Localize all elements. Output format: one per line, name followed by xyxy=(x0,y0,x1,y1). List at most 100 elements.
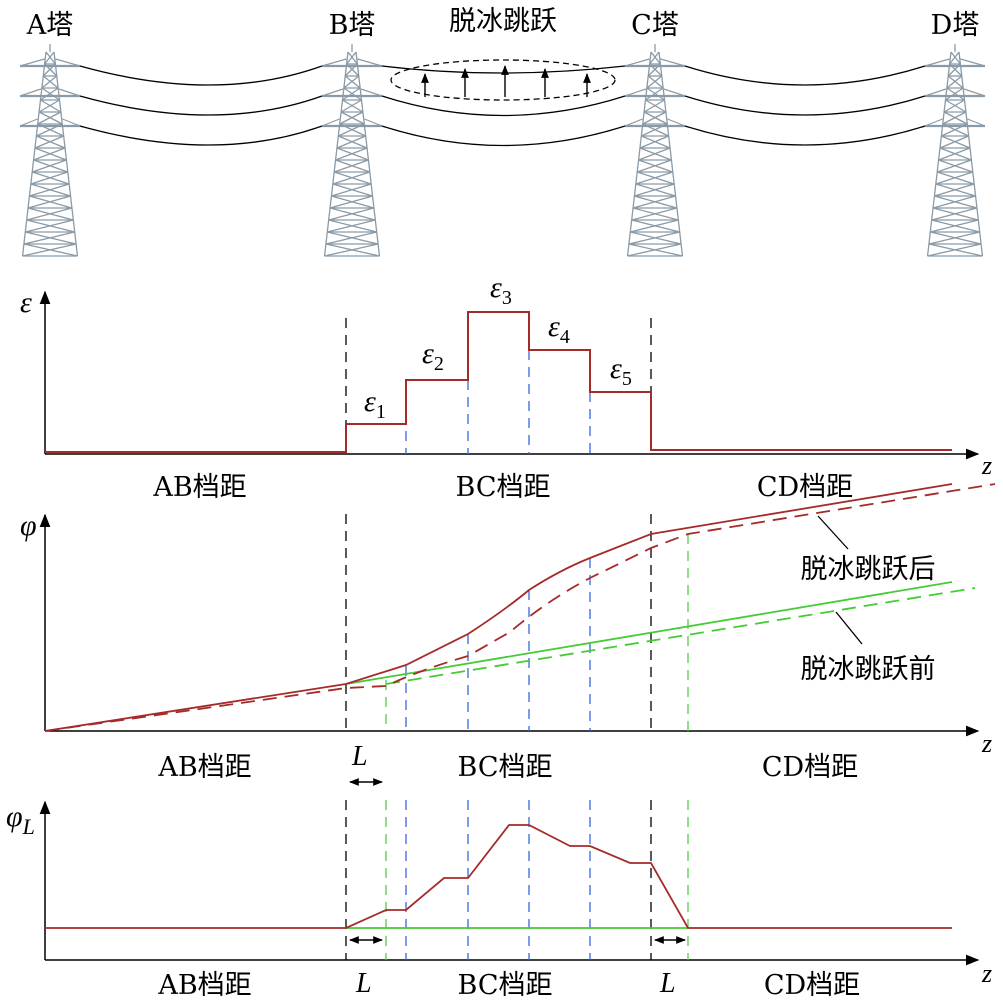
tower-d-brace xyxy=(939,135,969,149)
tower-d-brace xyxy=(949,51,960,65)
tower-c-brace xyxy=(634,183,675,197)
phiL-dash-black xyxy=(345,800,652,960)
tower-d-brace xyxy=(945,99,967,113)
phiL-bc-span-label: BC档距 xyxy=(457,970,552,1001)
tower-a-brace xyxy=(26,207,73,221)
tower-a-brace xyxy=(45,51,56,65)
tower-b-arm-brace xyxy=(360,88,383,97)
tower-b-brace xyxy=(335,147,368,161)
tower-b-brace xyxy=(342,87,361,101)
tower-d-arm-brace xyxy=(963,88,986,97)
tower-b-leg-left xyxy=(323,51,349,257)
tower-c-leg-right xyxy=(658,51,684,257)
tower-c-brace xyxy=(630,219,679,233)
tower-b-brace xyxy=(336,135,366,149)
phiL-after-curve xyxy=(45,824,952,929)
legend-before-label: 脱冰跳跃前 xyxy=(801,654,936,685)
tower-b-brace xyxy=(346,51,357,65)
tower-c-brace xyxy=(650,51,661,65)
conductors xyxy=(79,65,926,147)
tower-b-brace xyxy=(343,87,362,101)
tower-b-brace xyxy=(333,159,369,173)
tower-d xyxy=(924,44,986,257)
tower-b-brace xyxy=(328,207,375,221)
tower-d-brace xyxy=(950,51,961,65)
epsilon-cd-span-label: CD档距 xyxy=(757,472,853,503)
tower-b-brace xyxy=(343,75,360,89)
phiL-L-label-left: L xyxy=(355,968,372,999)
tower-a-brace xyxy=(34,135,64,149)
tower-c-arm-brace xyxy=(667,118,686,127)
tower-d-brace xyxy=(947,75,964,89)
phi-after-dashed xyxy=(44,483,996,732)
tower-a xyxy=(19,44,81,257)
tower-d-brace xyxy=(927,243,982,257)
tower-b-brace xyxy=(347,51,358,65)
tower-b-brace xyxy=(332,171,371,185)
tower-a-arm-brace xyxy=(19,118,38,127)
tower-a-arm-brace xyxy=(19,88,42,97)
phiL-z-label: z xyxy=(981,959,992,988)
tower-d-arm-brace xyxy=(924,58,950,67)
tower-b-brace xyxy=(329,195,373,209)
conductor-ab-2 xyxy=(79,95,323,116)
tower-a-brace xyxy=(25,219,74,233)
tower-c-brace xyxy=(627,243,682,257)
tower-c-brace xyxy=(649,51,660,65)
epsilon-level-labels: ε1 ε2 ε3 ε4 ε5 xyxy=(364,271,632,423)
tower-c-brace xyxy=(631,207,678,221)
tower-d-brace xyxy=(946,75,963,89)
phiL-ab-span-label: AB档距 xyxy=(157,970,251,1001)
tower-b-arm-brace xyxy=(364,118,383,127)
tower-c-brace xyxy=(645,99,667,113)
tower-a-leg-right xyxy=(53,51,79,257)
tower-d-brace xyxy=(928,231,980,245)
jump-region-ellipse xyxy=(390,59,616,101)
tower-d-brace xyxy=(935,171,974,185)
phi-bc-span-label: BC档距 xyxy=(457,752,552,783)
tower-a-brace xyxy=(29,183,70,197)
phi-dash-black xyxy=(345,514,652,731)
tower-c-brace xyxy=(635,171,674,185)
tower-d-arm-brace xyxy=(924,118,943,127)
epsilon-panel: ε z ε1 ε2 ε3 ε4 ε5 AB档距 BC档距 CD档距 xyxy=(20,271,992,503)
transmission-line-illustration: A塔 B塔 C塔 D塔 脱冰跳跃 xyxy=(19,6,986,257)
tower-c-label: C塔 xyxy=(631,10,679,41)
tower-d-arm-brace xyxy=(924,88,947,97)
tower-b-leg-right xyxy=(355,51,381,257)
tower-b-brace xyxy=(325,231,377,245)
epsilon-dash-black xyxy=(345,318,652,454)
tower-b-arm-brace xyxy=(321,118,340,127)
tower-c-brace xyxy=(639,135,669,149)
tower-c-brace xyxy=(642,111,667,125)
tower-a-label: A塔 xyxy=(26,10,74,41)
tower-c xyxy=(624,44,686,257)
tower-b-brace xyxy=(331,183,372,197)
tower-c-brace xyxy=(628,231,680,245)
epsilon-5-label: ε5 xyxy=(610,352,632,390)
phiL-dash-blue xyxy=(405,800,591,960)
tower-a-arm-brace xyxy=(62,118,81,127)
tower-c-brace xyxy=(643,99,665,113)
tower-a-arm-brace xyxy=(58,88,81,97)
tower-c-brace xyxy=(647,75,664,89)
tower-d-brace xyxy=(938,147,971,161)
tower-a-brace xyxy=(22,243,77,257)
tower-b-label: B塔 xyxy=(329,10,376,41)
tower-a-leg-left xyxy=(21,51,47,257)
epsilon-3-label: ε3 xyxy=(490,271,512,309)
tower-c-arm-brace xyxy=(624,58,650,67)
tower-a-brace xyxy=(33,147,66,161)
epsilon-z-label: z xyxy=(981,451,992,480)
tower-a-arm-brace xyxy=(55,58,81,67)
tower-c-brace xyxy=(646,75,663,89)
tower-a-brace xyxy=(37,111,62,125)
phi-after-solid xyxy=(44,483,953,732)
tower-b-arm-brace xyxy=(321,88,344,97)
tower-d-brace xyxy=(945,87,964,101)
tower-a-brace xyxy=(23,231,75,245)
tower-b-brace xyxy=(340,99,362,113)
conductor-ab-1 xyxy=(79,65,323,86)
epsilon-ab-span-label: AB档距 xyxy=(152,472,246,503)
conductor-cd-1 xyxy=(684,65,926,86)
